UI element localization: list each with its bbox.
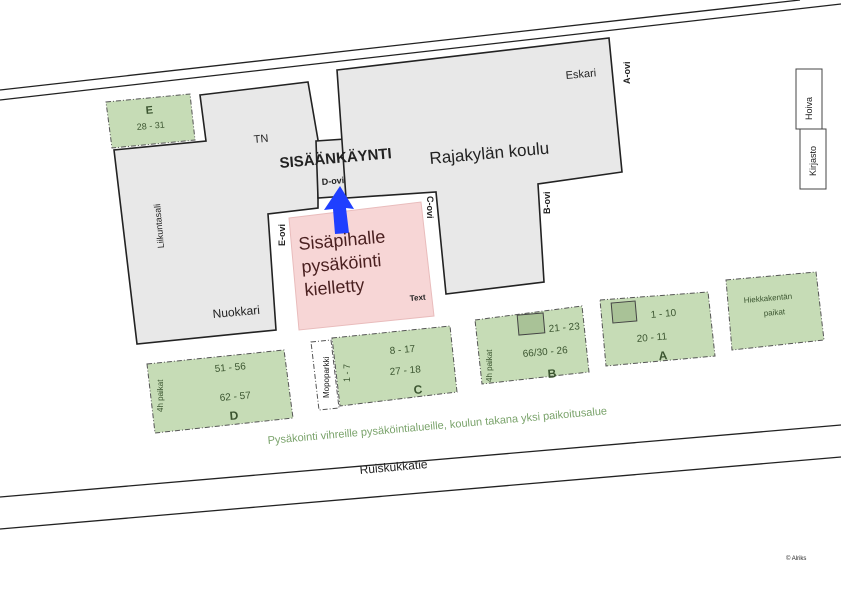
lot-a-letter: A bbox=[658, 348, 668, 363]
kirjasto-label: Kirjasto bbox=[808, 146, 818, 176]
entrance-arrow-icon bbox=[324, 186, 354, 234]
lot-e-range: 28 - 31 bbox=[136, 120, 165, 132]
street-name: Ruiskukkatie bbox=[359, 457, 428, 477]
road-north-edge-1 bbox=[0, 0, 801, 91]
area-label-eskari: Eskari bbox=[565, 67, 596, 82]
lot-c-range-1: 8 - 17 bbox=[389, 344, 416, 357]
lot-b-letter: B bbox=[547, 366, 557, 381]
lot-b-note: 4h paikat bbox=[485, 349, 494, 382]
area-label-liikuntasali: Liikuntasali bbox=[152, 203, 166, 248]
lot-d-letter: D bbox=[229, 408, 239, 423]
courtyard-no-parking-zone bbox=[288, 201, 435, 331]
parking-lot-c bbox=[331, 325, 458, 407]
mopo-parking-label: Mopoparkki bbox=[322, 356, 331, 398]
lot-e-letter: E bbox=[145, 104, 153, 117]
parking-lot-b bbox=[474, 305, 590, 385]
lot-a-range-2: 20 - 11 bbox=[636, 331, 668, 345]
kirjasto-box bbox=[799, 128, 827, 190]
door-label-e: E-ovi bbox=[277, 224, 287, 246]
area-label-tn: TN bbox=[253, 133, 269, 146]
mopo-parking bbox=[310, 339, 340, 411]
copyright: © Alriks bbox=[786, 555, 806, 562]
hiekka-line-2: paikat bbox=[763, 307, 786, 318]
lot-b-range-1: 21 - 23 bbox=[548, 321, 580, 335]
lot-a-marker-square bbox=[610, 300, 638, 324]
door-label-c: C-ovi bbox=[425, 196, 435, 219]
door-label-d: D-ovi bbox=[321, 175, 344, 187]
hoiva-box bbox=[795, 68, 823, 130]
left-wing-building bbox=[113, 81, 319, 345]
hoiva-label: Hoiva bbox=[804, 97, 814, 120]
parking-lot-e bbox=[105, 93, 196, 149]
lot-c-letter: C bbox=[413, 382, 423, 397]
parking-lot-d bbox=[146, 349, 294, 434]
lot-c-side-range: 1 - 7 bbox=[342, 364, 352, 382]
ruiskukkatie-south-edge bbox=[0, 456, 841, 530]
lot-d-range-2: 62 - 57 bbox=[219, 390, 251, 404]
lot-d-range-1: 51 - 56 bbox=[214, 361, 246, 375]
area-label-nuokkari: Nuokkari bbox=[212, 303, 260, 321]
hiekka-line-1: Hiekkakentän bbox=[743, 292, 792, 305]
door-label-b: B-ovi bbox=[542, 192, 552, 215]
road-north-edge-2 bbox=[0, 3, 841, 101]
ruiskukkatie-north-edge bbox=[0, 424, 841, 498]
door-label-a: A-ovi bbox=[622, 62, 632, 85]
lot-b-range-2: 66/30 - 26 bbox=[522, 345, 568, 360]
courtyard-tag: Text bbox=[409, 293, 426, 303]
lot-a-range-1: 1 - 10 bbox=[650, 308, 677, 321]
lot-d-note: 4h paikat bbox=[156, 379, 165, 412]
lot-c-range-2: 27 - 18 bbox=[389, 364, 421, 378]
main-school-building bbox=[336, 37, 623, 295]
lot-b-marker-square bbox=[516, 312, 546, 336]
parking-notice: Pysäkointi vihreille pysäköintialueille,… bbox=[267, 405, 607, 447]
hiekkakentta-parking bbox=[725, 271, 825, 351]
